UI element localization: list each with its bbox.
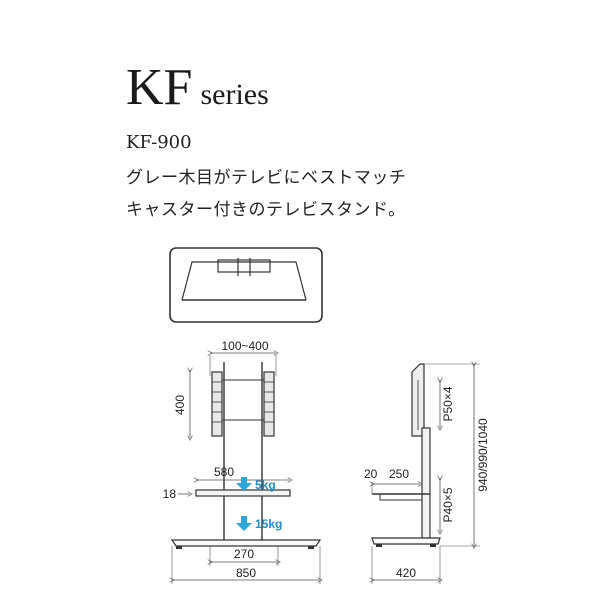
mount-plate xyxy=(221,379,265,421)
shelf-load-label: 5kg xyxy=(255,478,276,492)
shelf-height-label: 18 xyxy=(163,487,177,501)
bracket-pitch-label: P50×4 xyxy=(441,386,455,421)
shelf-pitch-label: P40×5 xyxy=(441,487,455,522)
depth-label: 420 xyxy=(396,566,416,580)
front-view: 100~400 400 580 18 xyxy=(163,339,320,584)
shelf-load-arrow-icon xyxy=(236,477,252,491)
side-offset-b-label: 250 xyxy=(389,467,409,481)
caster-left xyxy=(176,546,182,549)
side-caster-back xyxy=(430,544,436,547)
vesa-height-label: 400 xyxy=(173,395,187,415)
top-view-base-outline xyxy=(169,247,323,323)
base-plate xyxy=(170,539,322,547)
series-label: series xyxy=(200,78,269,111)
top-view xyxy=(169,247,323,323)
brand-name: KF xyxy=(126,59,193,116)
top-view-bracket-outline xyxy=(181,261,307,301)
description-line-1: グレー木目がテレビにベストマッチ xyxy=(126,168,407,188)
height-options-label: 940/990/1040 xyxy=(476,418,490,492)
shelf-width-label: 580 xyxy=(214,465,234,479)
top-view-bracket xyxy=(217,259,271,273)
description-line-2: キャスター付きのテレビスタンド。 xyxy=(126,200,406,220)
shelf xyxy=(195,489,291,497)
base-width-label: 850 xyxy=(236,566,256,580)
caster-right xyxy=(308,546,314,549)
model-number: KF-900 xyxy=(126,132,192,153)
side-column xyxy=(421,427,431,539)
vesa-width-label: 100~400 xyxy=(221,339,268,353)
base-load-arrow-icon xyxy=(236,516,252,531)
side-shelf-support xyxy=(379,494,422,501)
caster-span-label: 270 xyxy=(234,547,254,561)
side-base xyxy=(371,537,441,545)
side-offset-a-label: 20 xyxy=(364,467,378,481)
side-view: 20 250 P50×4 P40×5 940/990/1040 420 xyxy=(364,364,490,584)
base-load-label: 15kg xyxy=(255,517,282,531)
side-caster-front xyxy=(376,544,382,547)
